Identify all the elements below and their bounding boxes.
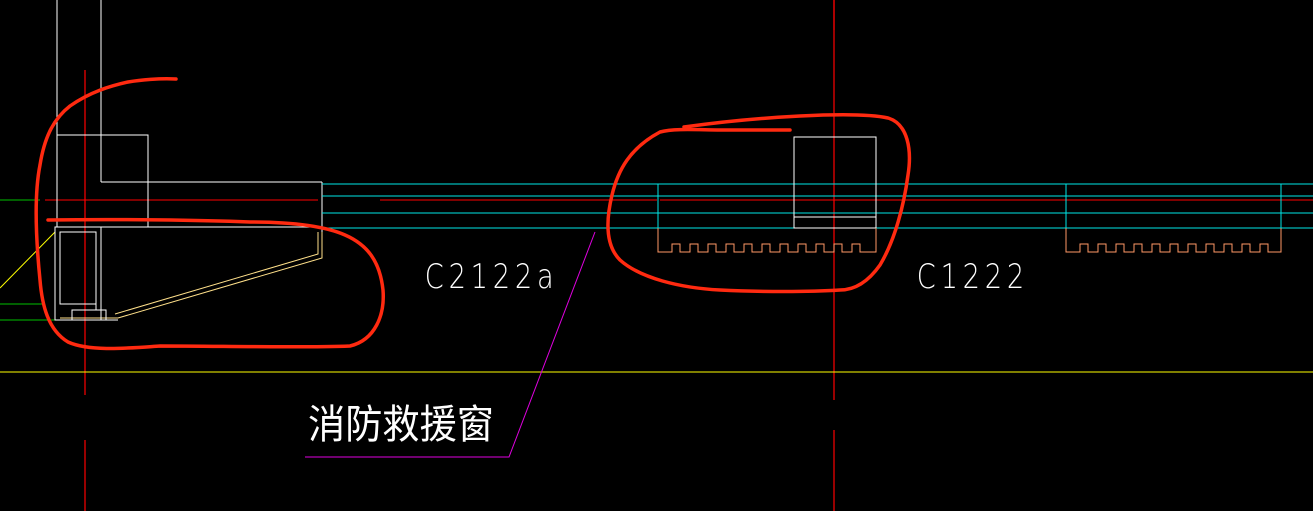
markup-circles (34, 77, 912, 351)
window-label-c1222: C1222 (917, 257, 1029, 297)
green-lines (0, 199, 55, 321)
window-label-c2122a: C2122a (425, 257, 559, 297)
markup-circle-left (34, 77, 385, 351)
annotation-fire-rescue-window: 消防救援窗 (308, 402, 494, 448)
structure-left (54, 0, 323, 321)
sill-lines (657, 228, 1282, 253)
yellow-lines (0, 231, 1313, 373)
markup-circle-right (606, 112, 912, 294)
annotation-leader-line (305, 231, 596, 458)
structure-right (793, 136, 877, 229)
window-lines (322, 183, 1313, 229)
sill-crenel-1 (657, 228, 877, 253)
sill-crenel-2 (1065, 228, 1282, 253)
